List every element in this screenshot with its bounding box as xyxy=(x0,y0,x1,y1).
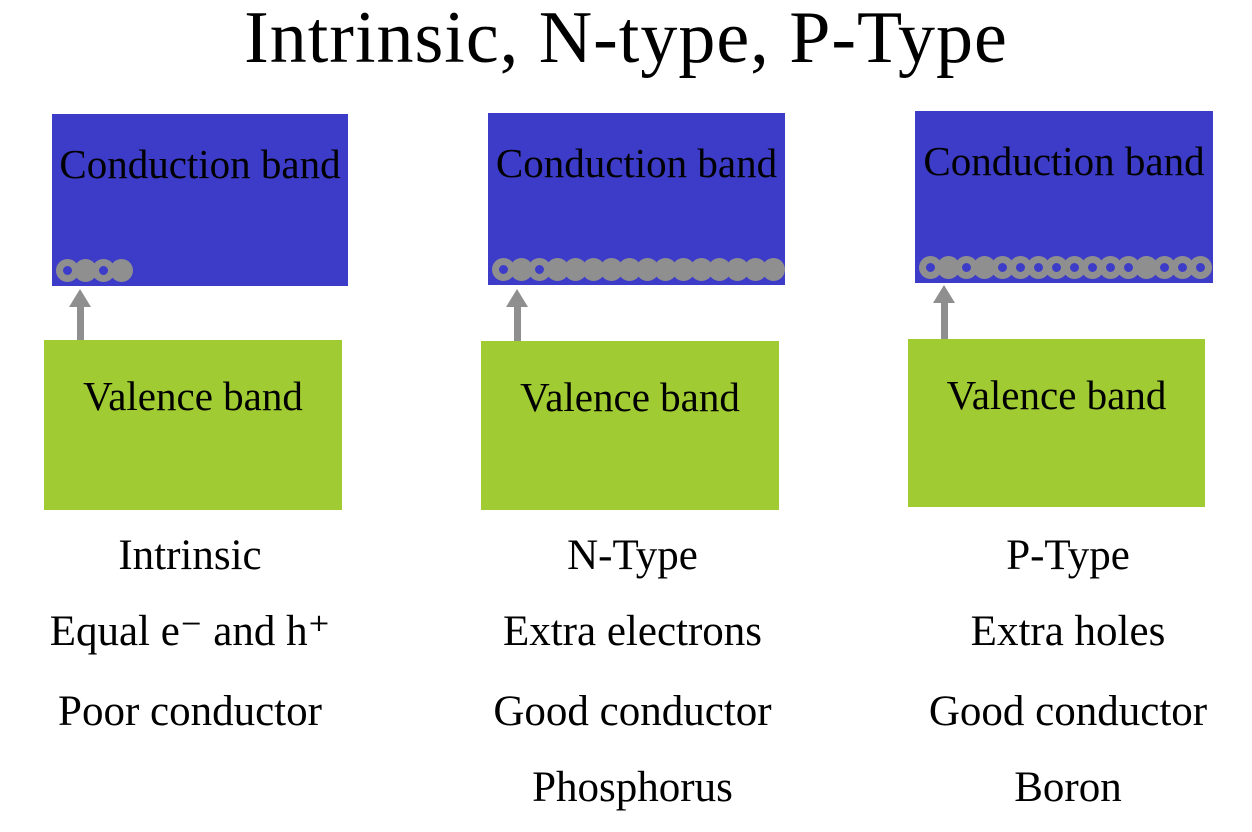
bandgap-up-arrow-icon xyxy=(68,289,92,343)
arrow-head xyxy=(506,289,528,307)
valence-band-box: Valence band xyxy=(481,341,779,510)
electron-dot xyxy=(564,258,587,281)
caption-type: P-Type xyxy=(1006,532,1130,579)
electron-dot xyxy=(672,258,695,281)
electron-dot xyxy=(636,258,659,281)
electron-dot xyxy=(654,258,677,281)
bandgap-up-arrow-icon xyxy=(932,285,956,339)
electron-dot xyxy=(546,258,569,281)
conduction-band-box: Conduction band xyxy=(915,111,1213,283)
electron-dot xyxy=(1135,256,1158,279)
electron-dots-row xyxy=(492,258,785,281)
electron-dot xyxy=(690,258,713,281)
electron-dots-row xyxy=(56,259,133,282)
arrow-shaft xyxy=(940,303,948,339)
arrow-shaft xyxy=(76,307,84,343)
caption-type: Intrinsic xyxy=(118,532,262,579)
caption-carriers: Extra electrons xyxy=(502,608,763,655)
caption-carriers: Equal e⁻ and h⁺ xyxy=(49,608,331,655)
valence-band-box: Valence band xyxy=(908,339,1205,507)
valence-band-box: Valence band xyxy=(44,340,342,510)
conduction-band-box: Conduction band xyxy=(488,113,785,285)
electron-dot xyxy=(600,258,623,281)
conduction-band-label: Conduction band xyxy=(495,140,778,186)
electron-dot xyxy=(937,256,960,279)
caption-conductivity: Poor conductor xyxy=(58,688,322,735)
arrow-head xyxy=(933,285,955,303)
arrow-head xyxy=(69,289,91,307)
caption-conductivity: Good conductor xyxy=(928,688,1208,735)
electron-dot xyxy=(973,256,996,279)
electron-dot xyxy=(618,258,641,281)
electron-dot xyxy=(110,259,133,282)
conduction-band-box: Conduction band xyxy=(52,114,348,286)
electron-dot xyxy=(708,258,731,281)
hole-dot xyxy=(1189,256,1212,279)
conduction-band-label: Conduction band xyxy=(923,138,1205,184)
conduction-band-label: Conduction band xyxy=(59,141,341,187)
electron-dot xyxy=(74,259,97,282)
electron-dot xyxy=(726,258,749,281)
caption-conductivity: Good conductor xyxy=(493,688,772,735)
caption-dopant: Boron xyxy=(1014,764,1122,811)
slide-title: Intrinsic, N-type, P-Type xyxy=(244,0,1008,79)
caption-dopant: Phosphorus xyxy=(532,764,733,811)
electron-dot xyxy=(582,258,605,281)
electron-dot xyxy=(744,258,767,281)
electron-dots-row xyxy=(919,256,1212,279)
valence-band-label: Valence band xyxy=(83,373,303,419)
caption-carriers: Extra holes xyxy=(970,608,1166,655)
arrow-shaft xyxy=(513,307,521,343)
caption-type: N-Type xyxy=(567,532,698,579)
bandgap-up-arrow-icon xyxy=(505,289,529,343)
electron-dot xyxy=(510,258,533,281)
valence-band-label: Valence band xyxy=(946,372,1167,418)
valence-band-label: Valence band xyxy=(520,374,740,420)
electron-dot xyxy=(762,258,785,281)
